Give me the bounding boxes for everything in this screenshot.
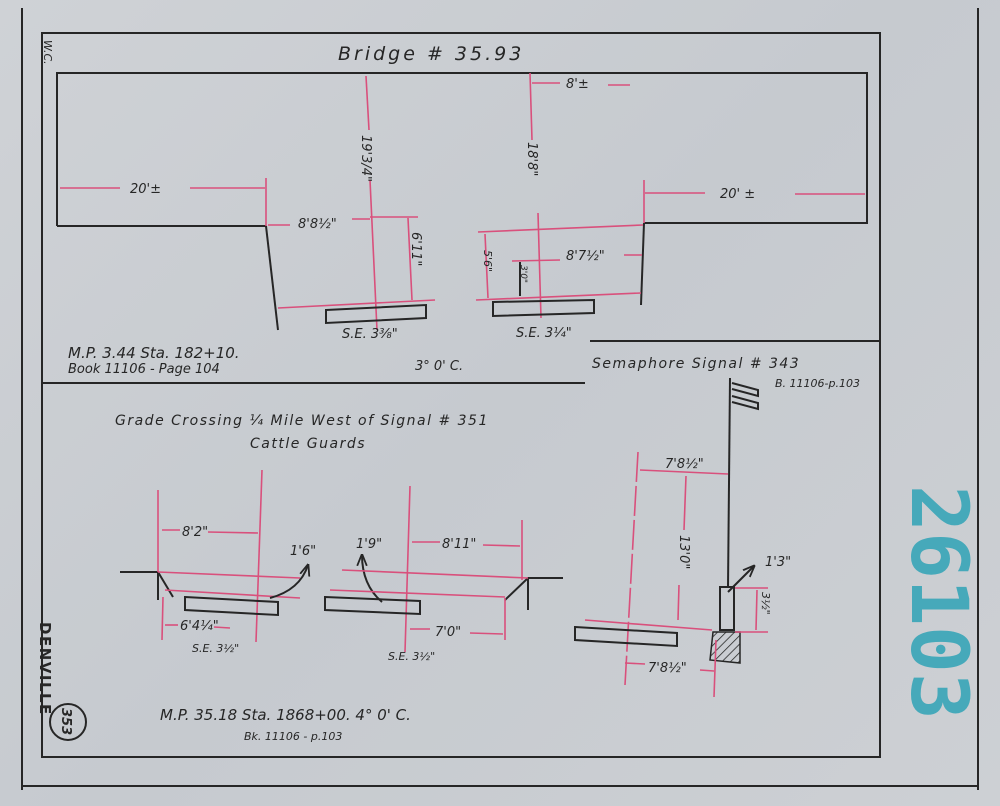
dim-left-height: 19'3/4" bbox=[358, 135, 373, 182]
dim-base-height: 3½" bbox=[759, 592, 772, 615]
right-abutment bbox=[640, 222, 645, 306]
pointer-arrow bbox=[727, 566, 754, 593]
location-label: DENVILLE bbox=[36, 622, 54, 716]
rail-line bbox=[329, 589, 506, 598]
inner-frame bbox=[41, 32, 881, 758]
dim-line bbox=[213, 626, 231, 629]
centerline bbox=[404, 485, 411, 653]
dim-right-abut: 5'6" bbox=[481, 250, 494, 272]
drop-arrow bbox=[269, 565, 308, 599]
sheet-number-circle bbox=[49, 703, 87, 741]
rail-line bbox=[277, 299, 436, 309]
dim-extension bbox=[713, 639, 717, 698]
dim-line bbox=[755, 589, 758, 631]
dim-line bbox=[677, 584, 680, 621]
tie-left bbox=[325, 303, 427, 325]
dim-right-bottom: 7'0" bbox=[435, 625, 461, 640]
foundation-hatched bbox=[709, 631, 741, 664]
se-left: S.E. 3⅜" bbox=[342, 327, 398, 342]
sheet-borders bbox=[21, 8, 979, 790]
dim-extension bbox=[161, 596, 164, 641]
grade-crossing-title: Grade Crossing ¼ Mile West of Signal # 3… bbox=[115, 413, 489, 429]
dim-right-drop: 1'9" bbox=[356, 537, 382, 552]
bridge-milepost: M.P. 3.44 Sta. 182+10. bbox=[68, 344, 240, 362]
dim-extension bbox=[157, 571, 301, 579]
dim-line bbox=[683, 475, 687, 531]
dim-height: 13'0" bbox=[676, 535, 691, 569]
signal-base bbox=[719, 586, 735, 631]
bridge-curve: 3° 0' C. bbox=[415, 359, 463, 374]
centerline bbox=[369, 179, 378, 331]
dim-extension bbox=[624, 451, 639, 686]
stamp-number: 26103 bbox=[893, 485, 983, 720]
dim-line bbox=[469, 632, 504, 635]
dim-line bbox=[207, 531, 259, 534]
sheet-number: 353 bbox=[58, 708, 73, 735]
dim-base-offset: 1'3" bbox=[765, 555, 791, 570]
dim-line bbox=[639, 469, 729, 475]
grade-crossing-section: Grade Crossing ¼ Mile West of Signal # 3… bbox=[115, 413, 563, 743]
grade-crossing-milepost: M.P. 35.18 Sta. 1868+00. 4° 0' C. bbox=[160, 706, 411, 724]
drop-arrow bbox=[362, 555, 383, 603]
bridge-section: Bridge # 35.93 20'± 8'8½" 19'3/4" 6'11" … bbox=[56, 43, 868, 377]
dim-line bbox=[511, 259, 561, 262]
dim-line bbox=[407, 217, 413, 301]
dim-left-bottom: 6'4¼" bbox=[180, 619, 219, 634]
dim-right-span: 20' ± bbox=[720, 187, 755, 202]
dim-left-top: 8'2" bbox=[182, 525, 208, 540]
centerline bbox=[255, 469, 263, 643]
rail-line bbox=[475, 292, 642, 301]
semaphore-section: Semaphore Signal # 343 B. 11106-p.103 7'… bbox=[574, 356, 860, 698]
se-right: S.E. 3½" bbox=[388, 650, 435, 663]
semaphore-title: Semaphore Signal # 343 bbox=[592, 356, 800, 372]
se-left: S.E. 3½" bbox=[192, 642, 239, 655]
left-ground bbox=[120, 571, 174, 598]
signal-mast bbox=[727, 377, 731, 589]
tie-right bbox=[324, 595, 421, 616]
dim-line bbox=[624, 662, 646, 665]
dim-left-abut: 6'11" bbox=[408, 232, 423, 266]
rail-line bbox=[584, 619, 713, 631]
dim-extension bbox=[477, 224, 644, 233]
tie bbox=[574, 625, 678, 648]
dim-line bbox=[482, 544, 521, 547]
dim-line bbox=[699, 669, 715, 672]
left-abutment bbox=[265, 225, 279, 331]
dim-left-drop: 1'6" bbox=[290, 544, 316, 559]
dim-extension bbox=[529, 72, 533, 141]
dim-top-clear: 7'8½" bbox=[665, 457, 704, 472]
grade-crossing-subtitle: Cattle Guards bbox=[250, 436, 366, 452]
dim-bottom-clear: 7'8½" bbox=[648, 661, 687, 676]
dim-extension bbox=[341, 569, 529, 579]
dim-left-span: 20'± bbox=[130, 182, 161, 197]
dim-right-top: 8'11" bbox=[442, 537, 476, 552]
semaphore-ref: B. 11106-p.103 bbox=[775, 377, 860, 390]
dim-right-small: 3'0" bbox=[518, 265, 528, 283]
se-right: S.E. 3¼" bbox=[516, 326, 572, 341]
bridge-book: Book 11106 - Page 104 bbox=[68, 362, 220, 377]
dim-left-clear: 8'8½" bbox=[298, 217, 337, 232]
right-ground bbox=[504, 577, 563, 601]
dim-right-height: 18'8" bbox=[524, 142, 539, 176]
signal-arms bbox=[731, 382, 759, 411]
dim-line bbox=[484, 233, 489, 299]
bridge-outline bbox=[56, 72, 868, 226]
dim-line bbox=[365, 75, 370, 131]
grade-crossing-ref: Bk. 11106 - p.103 bbox=[244, 730, 342, 743]
initials-label: W.C. bbox=[41, 40, 54, 65]
tie-left bbox=[184, 595, 279, 617]
bridge-title: Bridge # 35.93 bbox=[338, 43, 524, 65]
dim-right-top: 8'± bbox=[566, 77, 589, 92]
dim-right-clear: 8'7½" bbox=[566, 249, 605, 264]
tie-right bbox=[492, 298, 595, 318]
